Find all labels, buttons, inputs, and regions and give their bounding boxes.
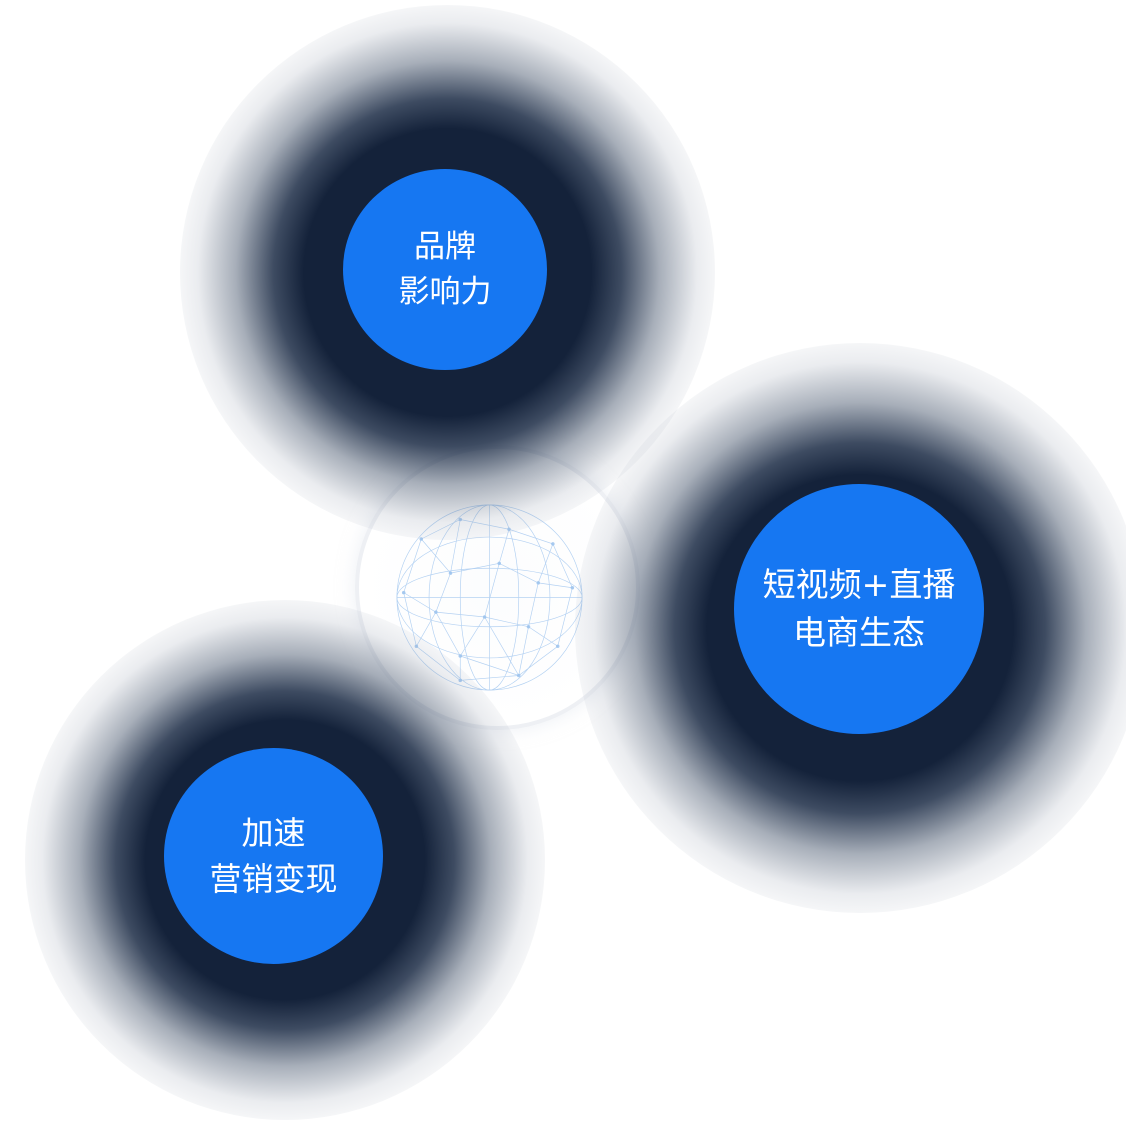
bubble-brand-line1: 品牌	[414, 228, 476, 265]
bubble-short-video-ecommerce: 短视频+直播 电商生态	[734, 484, 984, 734]
bubble-brand-influence: 品牌 影响力	[343, 169, 547, 370]
bubble-marketing-line1: 加速	[241, 813, 306, 852]
bubble-ecommerce-line1: 短视频+直播	[762, 565, 956, 605]
bubble-marketing-monetization: 加速 营销变现	[164, 748, 383, 964]
bubble-ecommerce-line2: 电商生态	[793, 613, 925, 652]
bubble-brand-line2: 影响力	[398, 273, 492, 310]
bubble-marketing-line2: 营销变现	[209, 860, 338, 898]
